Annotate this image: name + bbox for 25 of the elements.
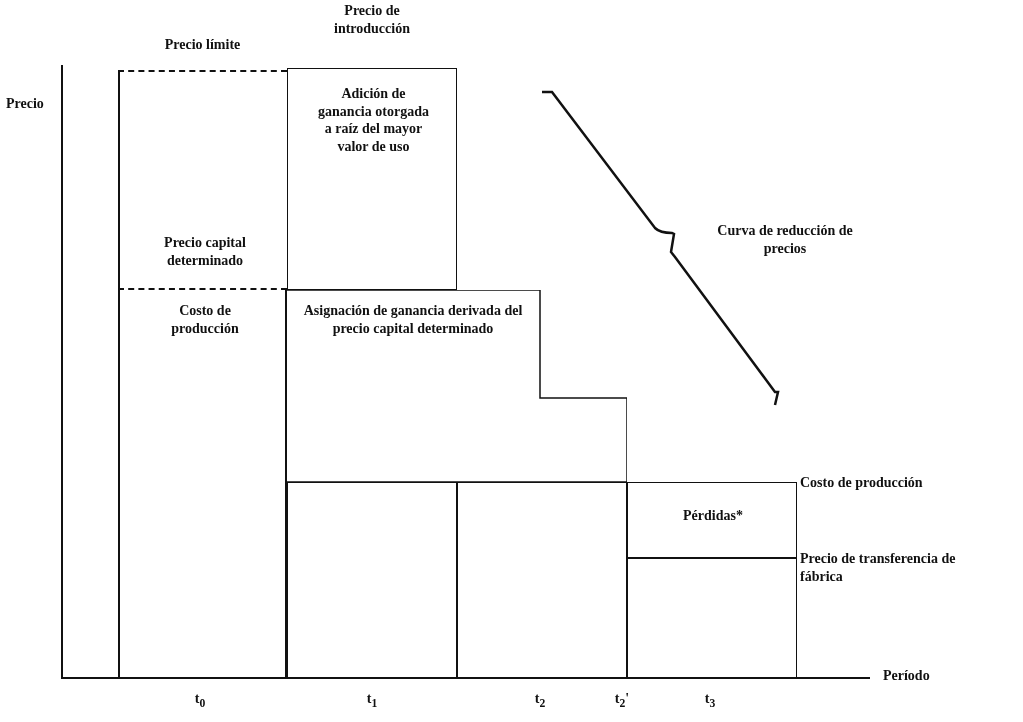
price-region <box>118 70 287 290</box>
price-region <box>118 290 287 678</box>
column-heading: Precio límite <box>163 36 242 54</box>
price-region <box>287 68 457 290</box>
column-heading: Precio de introducción <box>333 2 411 37</box>
region-label: Costo de producción <box>170 302 240 337</box>
region-label: Adición de ganancia otorgada a raíz del mayor valor de uso <box>317 85 430 155</box>
axis-label: Precio <box>6 95 44 113</box>
period-label: t$_{2}$ <box>533 690 547 712</box>
bracket-label: Curva de reducción de precios <box>716 222 854 257</box>
level-label: Precio de transferencia de fábrica <box>800 550 957 585</box>
level-label: Costo de producción <box>800 474 923 492</box>
step-region <box>287 290 627 482</box>
region-label: Asignación de ganancia derivada del precio capital determinado <box>302 302 524 337</box>
period-label: t$_{2}$' <box>613 690 631 712</box>
price-region <box>627 482 797 558</box>
empty-box <box>627 558 797 678</box>
period-label: t$_{3}$ <box>703 690 717 712</box>
region-label: Precio capital determinado <box>163 234 247 269</box>
region-label: Pérdidas* <box>682 507 744 525</box>
period-label: t$_{0}$ <box>193 690 207 712</box>
period-label: t$_{1}$ <box>365 690 379 712</box>
axis-label: Período <box>883 667 930 685</box>
empty-box <box>457 482 627 678</box>
empty-box <box>287 482 457 678</box>
